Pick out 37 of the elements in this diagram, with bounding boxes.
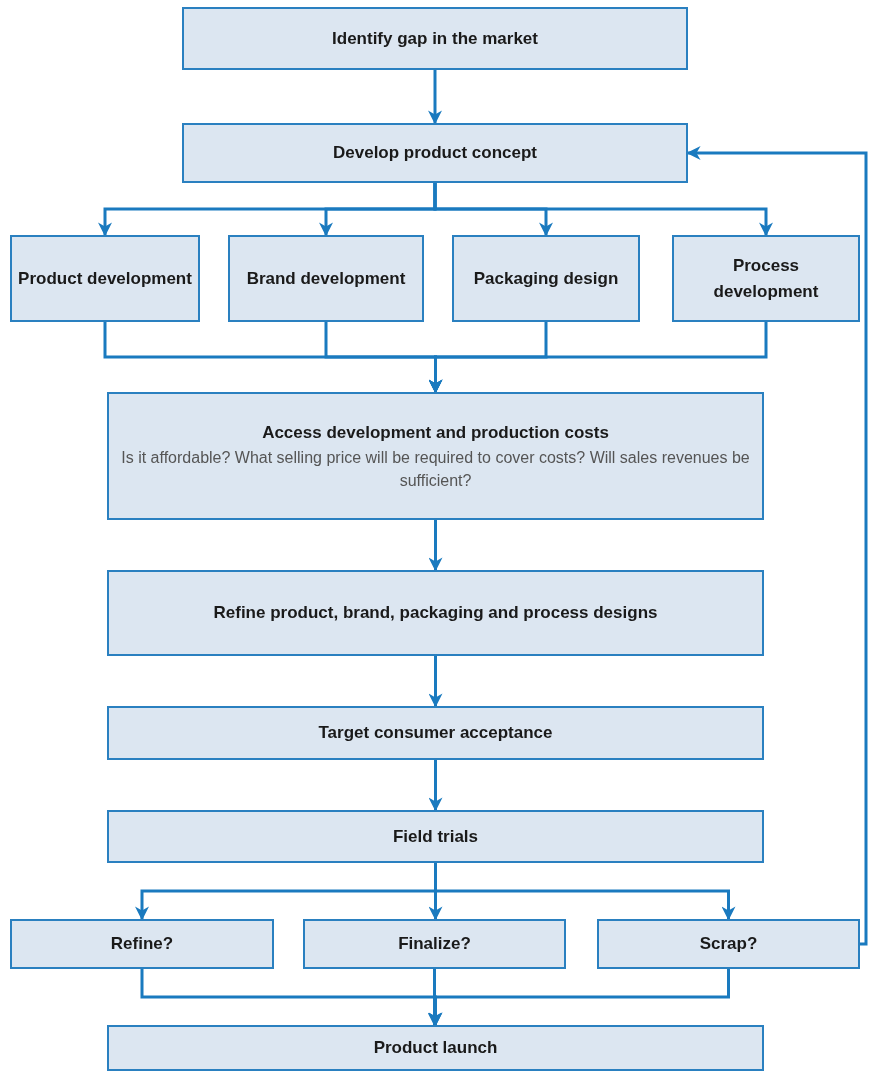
- arrow: [428, 656, 443, 708]
- arrow: [428, 322, 768, 394]
- process-box: [10, 235, 200, 322]
- step-description: Is it affordable? What selling price will be required to cover costs? Will sales revenues be sufficient?: [120, 447, 751, 491]
- step-title: Identify gap in the market: [332, 27, 538, 50]
- arrow: [428, 520, 443, 572]
- process-box: [107, 570, 764, 656]
- step-title: Access development and production costs: [262, 422, 609, 445]
- step-title: Finalize?: [398, 933, 471, 956]
- arrow: [428, 760, 443, 812]
- step-title: Refine?: [110, 933, 174, 956]
- process-box: [228, 235, 424, 322]
- step-title: Product launch: [373, 1037, 498, 1060]
- process-box: [107, 1025, 764, 1071]
- process-box: [303, 919, 566, 969]
- step-title: Brand development: [246, 267, 406, 290]
- arrow: [433, 183, 773, 237]
- step-title: Product development: [18, 267, 192, 290]
- process-box: [597, 919, 860, 969]
- process-box: [182, 7, 688, 70]
- process-box: [107, 392, 764, 520]
- process-box: [182, 123, 688, 183]
- step-title: Process development: [712, 255, 820, 303]
- step-title: Develop product concept: [333, 142, 537, 165]
- process-box: [672, 235, 860, 322]
- arrow: [428, 70, 442, 125]
- process-box: [10, 919, 274, 969]
- step-title: Target consumer acceptance: [318, 722, 553, 745]
- step-title: Scrap?: [699, 933, 758, 956]
- process-box: [452, 235, 640, 322]
- step-title: Field trials: [393, 825, 478, 848]
- step-title: Refine product, brand, packaging and process designs: [213, 602, 658, 625]
- step-title: Packaging design: [473, 267, 619, 290]
- arrow: [428, 969, 730, 1027]
- arrow: [427, 969, 442, 1027]
- process-box: [107, 810, 764, 863]
- process-box: [107, 706, 764, 760]
